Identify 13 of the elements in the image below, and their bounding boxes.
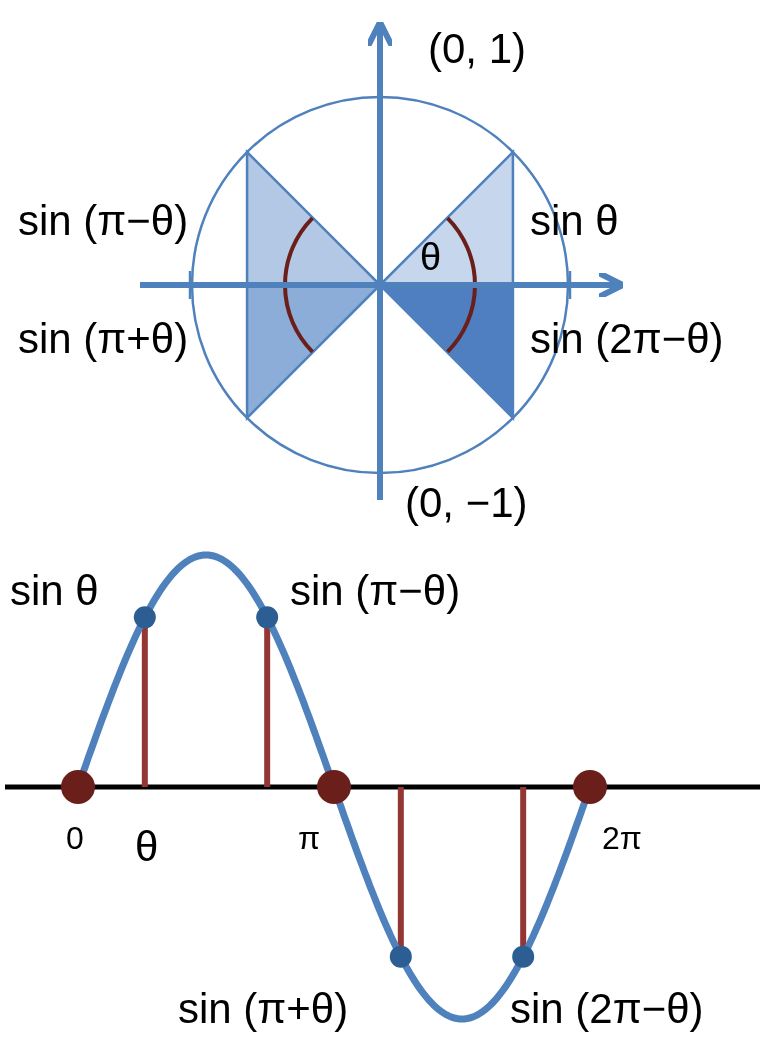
- sine-label: sin (π+θ): [18, 318, 189, 360]
- tick-label: π: [298, 822, 321, 854]
- angle-label: θ: [135, 826, 159, 868]
- tick-label: 2π: [602, 822, 642, 854]
- tick-label: 0: [66, 822, 84, 854]
- point-label: (0, 1): [428, 28, 527, 70]
- sine-label: sin (π+θ): [178, 988, 349, 1030]
- sine-label: sin θ: [10, 570, 99, 612]
- sine-label: sin (π−θ): [290, 570, 461, 612]
- angle-label: θ: [420, 238, 442, 276]
- point-label: (0, −1): [405, 482, 528, 524]
- sine-label: sin (2π−θ): [510, 988, 704, 1030]
- sine-label: sin (π−θ): [18, 200, 189, 242]
